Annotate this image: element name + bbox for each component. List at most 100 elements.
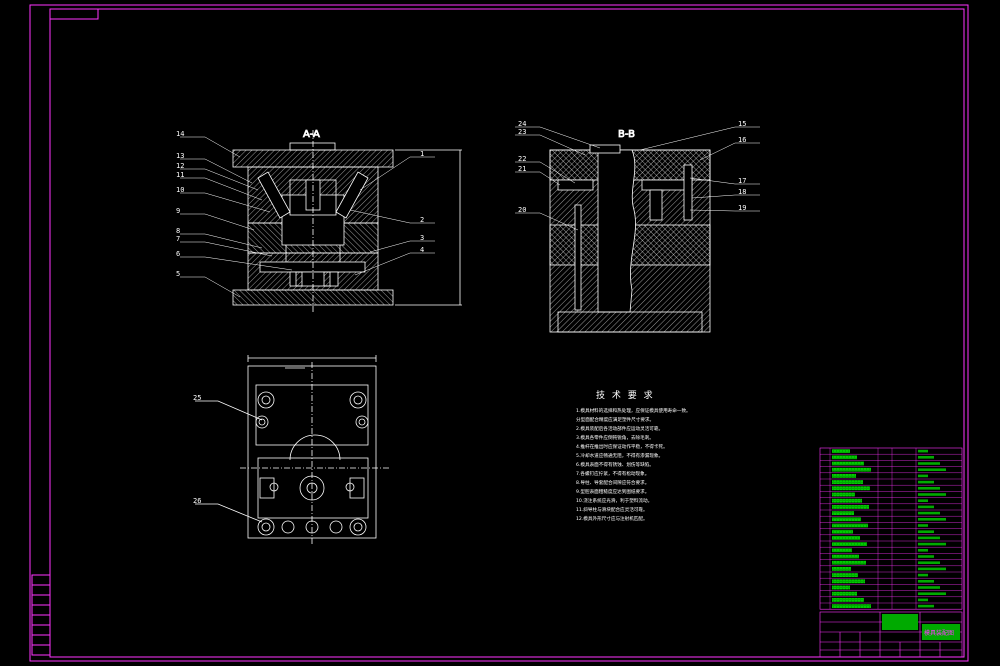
bom-cell-text (832, 455, 857, 460)
bom-cell-text (832, 498, 862, 503)
bom-cell-text (918, 468, 946, 471)
tech-req-line: 1.模具材料的选择和热处理，应保证模具使用寿命一致。 (576, 407, 691, 414)
callout-12: 12 (176, 162, 184, 170)
bom-cell-text (832, 449, 850, 453)
section-b-b-view: B-B (549, 129, 711, 333)
title-block (819, 611, 963, 658)
callout-13: 13 (176, 152, 184, 160)
section-a-a-view: A-A (232, 129, 462, 312)
bom-cell-text (832, 461, 864, 466)
bom-cell-text (918, 487, 940, 490)
bom-cell-text (918, 530, 934, 533)
callout-5: 5 (176, 270, 180, 278)
callout-15: 15 (738, 120, 746, 128)
bom-cell-text (918, 493, 946, 496)
bom-cell-text (832, 517, 861, 522)
bom-cell-text (918, 567, 946, 571)
bom-cell-text (918, 555, 934, 558)
bom-cell-text (918, 511, 940, 515)
tech-req-line: 分型面配合精度应满足塑件尺寸要求。 (576, 416, 654, 423)
section-b-callout-numbers: 24 23 22 21 20 15 16 17 18 19 (518, 120, 746, 214)
bom-cell-text (918, 456, 934, 459)
bom-cell-text (832, 536, 860, 540)
tech-req-line: 3.模具各零件应倒钝锐角，去除毛刺。 (576, 434, 654, 441)
bom-cell-text (832, 598, 864, 602)
bom-cell-text (832, 591, 857, 596)
bom-cell-text (832, 505, 869, 509)
bom-cell-text (918, 598, 928, 602)
bom-cell-text (918, 542, 946, 546)
bom-cell-text (832, 585, 850, 590)
bom-cell-text (832, 542, 867, 546)
bom-cell-text (918, 604, 934, 608)
callout-2: 2 (420, 216, 424, 224)
bom-cell-text (918, 536, 940, 540)
callout-16: 16 (738, 136, 746, 144)
tech-req-line: 7.各螺钉应拧紧，不得有松动现象。 (576, 470, 649, 477)
plan-view (195, 355, 390, 545)
tech-req-title: 技 术 要 求 (596, 389, 655, 401)
bom-cell-text (832, 492, 855, 497)
tech-req-line: 10.浇注系统应光滑，利于塑料流动。 (576, 497, 652, 504)
callout-22: 22 (518, 155, 526, 163)
section-b-title: B-B (618, 129, 635, 140)
bom-cell-text (918, 518, 946, 521)
callout-20: 20 (518, 206, 526, 214)
tech-req-line: 2.模具装配后各活动部件应运动灵活可靠。 (576, 425, 663, 432)
callout-21: 21 (518, 165, 526, 173)
tech-req-line: 8.导柱、导套配合间隙应符合要求。 (576, 479, 649, 486)
callout-23: 23 (518, 128, 526, 136)
bom-cell-text (832, 480, 863, 484)
callout-8: 8 (176, 227, 180, 235)
callout-14: 14 (176, 130, 184, 138)
callout-24: 24 (518, 120, 526, 128)
bom-cell-text (918, 462, 940, 465)
drawing-name: 模具装配图 (924, 629, 954, 637)
callout-10: 10 (176, 186, 184, 194)
callout-9: 9 (176, 207, 180, 215)
callout-26: 26 (193, 497, 201, 505)
callout-7: 7 (176, 235, 180, 243)
bom-cell-text (832, 548, 852, 553)
bom-cell-text (832, 511, 854, 515)
bom-cell-text (918, 561, 940, 564)
tech-req-line: 6.模具表面不得有锈蚀、划伤等缺陷。 (576, 461, 654, 468)
callout-17: 17 (738, 177, 746, 185)
section-a-title: A-A (303, 129, 320, 140)
bom-cell-text (918, 580, 934, 583)
bom-cell-text (832, 523, 868, 528)
bom-cell-text (918, 474, 928, 478)
bom-cell-text (918, 524, 928, 527)
bom-cell-text (918, 592, 946, 595)
callout-1: 1 (420, 150, 424, 158)
section-b-callouts (515, 126, 760, 231)
bom-cell-text (832, 573, 858, 577)
bom-cell-text (832, 467, 871, 472)
plan-callout-numbers: 25 26 (193, 394, 201, 505)
callout-4: 4 (420, 246, 424, 254)
bom-cell-text (918, 449, 928, 453)
callout-6: 6 (176, 250, 180, 258)
tech-req-line: 12.模具外形尺寸应与注射机匹配。 (576, 515, 648, 522)
bom-table (819, 447, 963, 610)
bom-cell-text (918, 549, 928, 552)
section-a-callouts (180, 136, 435, 298)
callout-19: 19 (738, 204, 746, 212)
bom-cell-text (918, 586, 940, 589)
bom-cell-text (918, 573, 928, 577)
bom-cell-text (832, 486, 870, 491)
bom-cell-text (918, 499, 928, 502)
bom-cell-text (832, 529, 853, 534)
bom-cell-text (832, 560, 866, 565)
bom-cell-text (918, 480, 934, 484)
bom-cell-text (832, 474, 856, 478)
callout-11: 11 (176, 171, 184, 179)
tech-req-line: 11.斜导柱与滑块配合应灵活可靠。 (576, 506, 648, 513)
drawing-frame (29, 4, 969, 662)
callout-18: 18 (738, 188, 746, 196)
section-a-callout-numbers: 14 13 12 11 10 9 8 7 6 5 1 2 3 4 (176, 130, 424, 278)
bom-cell-text (832, 554, 859, 559)
tech-req-line: 5.冷却水道应畅通无阻，不得有渗漏现象。 (576, 452, 663, 459)
callout-3: 3 (420, 234, 424, 242)
